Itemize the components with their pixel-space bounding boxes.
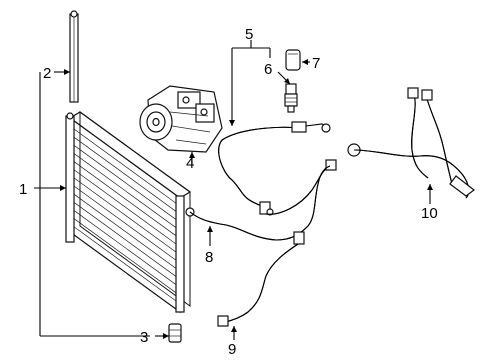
callout-8: 8	[205, 249, 213, 266]
part-2-seal-strip	[69, 10, 79, 103]
callout-4: 4	[186, 155, 194, 172]
callout-7: 7	[312, 55, 320, 72]
part-7-cap	[285, 49, 301, 71]
callout-2: 2	[43, 65, 51, 82]
callout-labels: 1 2 3 4 5 6 7 8 9 10	[19, 26, 438, 358]
part-4-compressor	[139, 85, 223, 153]
part-5-suction-hose	[218, 121, 337, 216]
callout-3: 3	[140, 329, 148, 346]
callout-9: 9	[228, 341, 236, 358]
leader-lines	[34, 40, 433, 340]
part-9-discharge-hose	[217, 231, 305, 327]
part-1-condenser	[65, 111, 192, 314]
callout-6: 6	[264, 61, 272, 78]
callout-1: 1	[19, 181, 27, 198]
part-8-liquid-line	[185, 165, 331, 241]
callout-5: 5	[245, 26, 253, 43]
callout-10: 10	[421, 205, 438, 222]
part-3-pressure-switch	[168, 323, 182, 343]
part-10-hose-assembly	[347, 87, 475, 199]
part-6-service-valve	[284, 83, 298, 113]
